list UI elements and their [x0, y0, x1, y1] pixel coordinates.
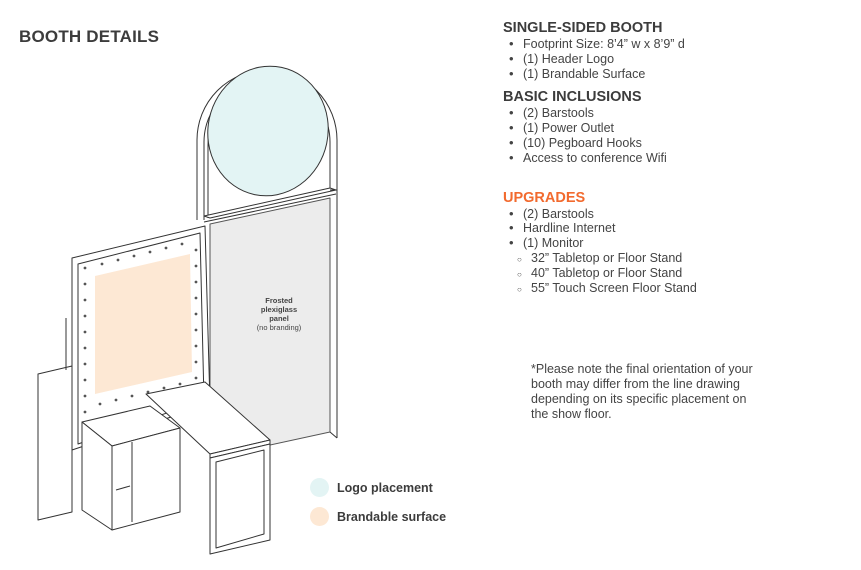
list-item: (1) Header Logo — [503, 52, 853, 67]
legend-logo-placement: Logo placement — [310, 478, 433, 497]
section-title-single-sided: SINGLE-SIDED BOOTH — [503, 20, 663, 36]
panel-label-line3: panel — [269, 314, 289, 323]
list-item: (1) Monitor — [503, 236, 853, 251]
orientation-note: *Please note the final orientation of yo… — [531, 362, 753, 421]
legend-label-logo: Logo placement — [337, 480, 433, 495]
list-item: 40” Tabletop or Floor Stand — [503, 266, 853, 283]
legend-brandable-surface: Brandable surface — [310, 507, 446, 526]
booth-info: SINGLE-SIDED BOOTH Footprint Size: 8’4” … — [503, 20, 853, 298]
panel-label-line2: plexiglass — [260, 305, 298, 314]
list-item: Footprint Size: 8’4” w x 8’9” d — [503, 37, 853, 52]
cabinet-front — [111, 427, 181, 531]
page-title: BOOTH DETAILS — [19, 27, 160, 46]
list-upgrades: (2) Barstools Hardline Internet (1) Moni… — [503, 207, 853, 251]
list-item: 55” Touch Screen Floor Stand — [503, 281, 853, 298]
legend-label-brandable: Brandable surface — [337, 509, 447, 524]
panel-label-line1: Frosted — [265, 296, 293, 305]
legend-swatch-logo — [310, 478, 329, 497]
list-item: (1) Brandable Surface — [503, 67, 853, 82]
list-single-sided: Footprint Size: 8’4” w x 8’9” d (1) Head… — [503, 37, 853, 81]
list-monitor-options: 32” Tabletop or Floor Stand 40” Tabletop… — [503, 251, 853, 298]
panel-label-line4: (no branding) — [256, 323, 302, 332]
list-item: (2) Barstools — [503, 106, 853, 121]
list-basic-inclusions: (2) Barstools (1) Power Outlet (10) Pegb… — [503, 106, 853, 165]
section-title-basic-inclusions: BASIC INCLUSIONS — [503, 89, 642, 106]
brandable-surface — [95, 254, 192, 394]
header-logo-oval — [207, 65, 329, 197]
list-item: (2) Barstools — [503, 207, 853, 222]
legend-swatch-brandable — [310, 507, 329, 526]
list-item: (10) Pegboard Hooks — [503, 136, 853, 151]
section-title-upgrades: UPGRADES — [503, 189, 586, 206]
list-item: (1) Power Outlet — [503, 121, 853, 136]
list-item: Access to conference Wifi — [503, 151, 853, 166]
frosted-panel-label: Frosted plexiglass panel (no branding) — [240, 296, 318, 332]
list-item: Hardline Internet — [503, 221, 853, 236]
pegboard-holes — [83, 242, 198, 414]
list-item: 32” Tabletop or Floor Stand — [503, 251, 853, 268]
